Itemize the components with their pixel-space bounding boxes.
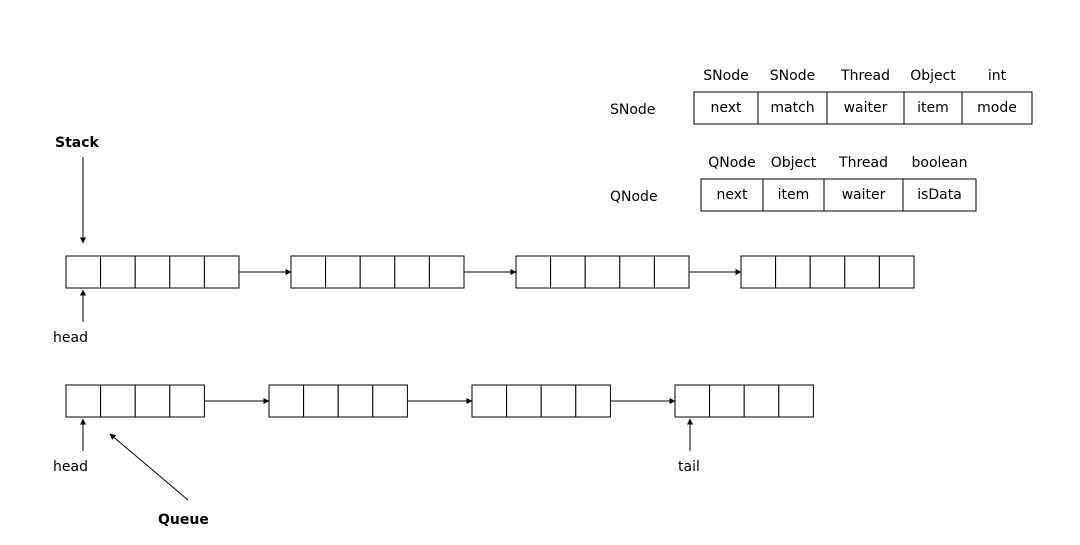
field-cell (700, 178, 764, 212)
field-name: next (710, 100, 742, 116)
field-cell (757, 91, 828, 125)
field-type: Object (910, 68, 956, 84)
node-cell (809, 255, 846, 289)
node-cell (506, 384, 542, 418)
field-type: Object (771, 155, 817, 171)
node-cell (134, 384, 171, 418)
field-name: next (716, 187, 748, 203)
node-cell (169, 384, 205, 418)
snode-field-cells: next match waiter item mode (693, 91, 1033, 125)
qnode-field-cells: next item waiter isData (700, 178, 977, 212)
node-cell (550, 255, 586, 289)
node-cell (778, 384, 814, 418)
queue-structure: head Queue tail (53, 384, 814, 528)
field-name: item (917, 100, 949, 116)
field-cell (826, 91, 905, 125)
node-cell (100, 255, 136, 289)
qnode-type-labels: QNode Object Thread boolean (708, 155, 967, 171)
node-cell (515, 255, 552, 289)
node-cell (325, 255, 361, 289)
node-cell (169, 255, 205, 289)
list-node (740, 255, 915, 289)
node-cell (268, 384, 305, 418)
field-name: isData (917, 187, 962, 203)
stack-title: Stack (55, 135, 100, 151)
qnode-layout-table: QNode QNode Object Thread boolean next item w… (610, 155, 977, 212)
node-cell (775, 255, 811, 289)
node-cell (100, 384, 136, 418)
field-type: SNode (770, 68, 815, 84)
field-cell (823, 178, 904, 212)
node-cell (575, 384, 611, 418)
node-cell (65, 384, 102, 418)
stack-head-label: head (53, 330, 88, 346)
field-type: int (988, 68, 1007, 84)
field-cell (961, 91, 1033, 125)
field-name: match (770, 100, 814, 116)
node-cell (540, 384, 577, 418)
node-cell (359, 255, 396, 289)
node-cell (290, 255, 327, 289)
node-cell (303, 384, 339, 418)
node-cell (844, 255, 880, 289)
qnode-row-label: QNode (610, 189, 658, 205)
node-cell (619, 255, 655, 289)
queue-pointer-arrow (109, 433, 189, 501)
list-node (471, 384, 611, 418)
list-node (290, 255, 465, 289)
list-node (674, 384, 814, 418)
field-name: item (778, 187, 810, 203)
node-cell (740, 255, 777, 289)
node-cell (878, 255, 915, 289)
field-cell (762, 178, 825, 212)
node-cell (203, 255, 240, 289)
stack-structure: Stack head (53, 135, 915, 346)
field-type: Thread (838, 155, 888, 171)
field-cell (693, 91, 759, 125)
node-cell (372, 384, 408, 418)
list-node (268, 384, 408, 418)
field-type: SNode (703, 68, 748, 84)
queue-head-label: head (53, 459, 88, 475)
node-cell (709, 384, 745, 418)
node-cell (743, 384, 780, 418)
node-cell (337, 384, 374, 418)
field-cell (902, 178, 977, 212)
node-cell (653, 255, 690, 289)
queue-tail-label: tail (678, 459, 700, 475)
snode-type-labels: SNode SNode Thread Object int (703, 68, 1006, 84)
list-node (65, 384, 205, 418)
snode-row-label: SNode (610, 102, 655, 118)
list-node (515, 255, 690, 289)
field-name: mode (977, 100, 1017, 116)
field-name: waiter (842, 187, 886, 203)
stack-node-list (65, 255, 915, 289)
queue-title: Queue (158, 512, 209, 528)
node-cell (65, 255, 102, 289)
node-cell (584, 255, 621, 289)
node-cell (471, 384, 508, 418)
list-node (65, 255, 240, 289)
node-cell (394, 255, 430, 289)
field-name: waiter (844, 100, 888, 116)
field-type: QNode (708, 155, 756, 171)
node-cell (428, 255, 465, 289)
field-type: boolean (912, 155, 968, 171)
node-cell (674, 384, 711, 418)
queue-node-list (65, 384, 814, 418)
node-cell (134, 255, 171, 289)
field-type: Thread (840, 68, 890, 84)
